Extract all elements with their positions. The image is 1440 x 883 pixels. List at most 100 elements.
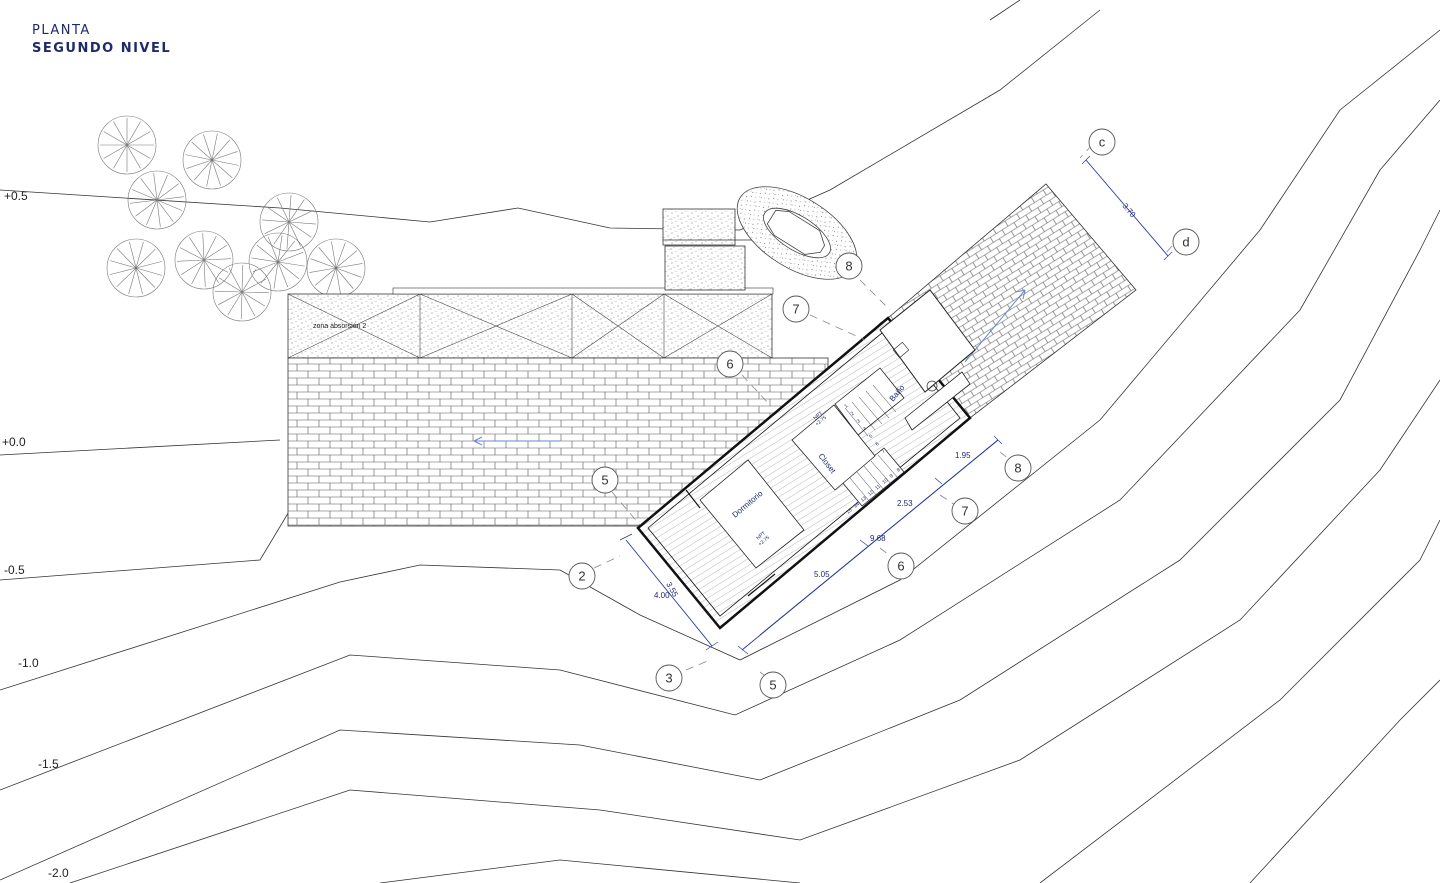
npt-label-2: NPT bbox=[812, 411, 824, 422]
tank-block bbox=[662, 208, 752, 291]
svg-text:8: 8 bbox=[845, 259, 852, 274]
svg-text:7: 7 bbox=[792, 302, 799, 317]
contour-line-4 bbox=[0, 29, 1440, 691]
svg-text:8: 8 bbox=[1014, 461, 1021, 476]
tree-6 bbox=[174, 230, 234, 290]
contour-label-4: -1.0 bbox=[18, 656, 39, 670]
stair-number: 5 bbox=[868, 433, 874, 440]
contour-line-2 bbox=[0, 439, 281, 456]
stair-number: 9 bbox=[889, 473, 895, 480]
grid-marker-6-top: 6 bbox=[716, 350, 744, 378]
stair-number: 6 bbox=[874, 441, 880, 448]
contour-label-1: +0.5 bbox=[4, 189, 28, 203]
title-line-1: PLANTA bbox=[32, 23, 91, 38]
grid-marker-2: 2 bbox=[568, 562, 596, 590]
dim-label-253: 2.53 bbox=[897, 499, 913, 508]
terrace-arrow-head bbox=[1015, 289, 1026, 300]
dim-label-195: 1.95 bbox=[955, 451, 971, 460]
tree-7 bbox=[248, 232, 308, 292]
grid-marker-7-top: 7 bbox=[782, 295, 810, 323]
svg-text:2: 2 bbox=[578, 569, 585, 584]
tree-9 bbox=[212, 262, 272, 322]
contour-line-7 bbox=[69, 379, 1440, 883]
svg-text:d: d bbox=[1182, 235, 1189, 250]
dim-line-370 bbox=[1085, 159, 1169, 257]
contour-label-2: +0.0 bbox=[2, 435, 26, 449]
stair-number: 2 bbox=[850, 411, 856, 418]
dim-line-400 bbox=[625, 539, 713, 647]
tree-3 bbox=[127, 170, 187, 230]
contour-label-3: -0.5 bbox=[4, 563, 25, 577]
contour-line-5 bbox=[0, 99, 1440, 791]
contour-label-6: -2.0 bbox=[48, 866, 69, 880]
contour-line-3 bbox=[0, 509, 291, 581]
svg-text:5: 5 bbox=[769, 678, 776, 693]
stair-number: 4 bbox=[862, 426, 868, 433]
dimension-lines bbox=[619, 155, 1173, 655]
grid-markers: c d 8 7 6 5 2 3 5 6 7 8 bbox=[568, 128, 1200, 699]
dim-label-968: 9.68 bbox=[870, 534, 886, 543]
stair-treads bbox=[844, 384, 899, 503]
gravel-cross-lines bbox=[287, 293, 773, 359]
tree-8 bbox=[306, 238, 366, 298]
gravel-strip bbox=[287, 293, 773, 359]
stair-number: 10 bbox=[881, 477, 889, 485]
grid-marker-7-bottom: 7 bbox=[951, 497, 979, 525]
contour-line-1 bbox=[0, 9, 1101, 231]
contour-line-10 bbox=[1249, 679, 1440, 883]
contour-label-5: -1.5 bbox=[38, 757, 59, 771]
svg-text:3: 3 bbox=[665, 671, 672, 686]
stair-number: 11 bbox=[874, 483, 882, 491]
stair-number: 8 bbox=[896, 467, 902, 474]
sink-icon bbox=[892, 341, 910, 359]
stair-upper bbox=[834, 367, 905, 436]
dim-label-505: 5.05 bbox=[814, 570, 830, 579]
svg-text:6: 6 bbox=[897, 559, 904, 574]
contour-line-6 bbox=[0, 209, 1440, 881]
contour-line-9 bbox=[1039, 519, 1440, 883]
stair-number: 1 bbox=[843, 403, 849, 410]
grid-marker-3: 3 bbox=[655, 664, 683, 692]
grid-marker-6-bottom: 6 bbox=[887, 552, 915, 580]
contour-labels: +0.5 +0.0 -0.5 -1.0 -1.5 -2.0 bbox=[2, 189, 69, 880]
svg-text:5: 5 bbox=[601, 473, 608, 488]
grid-marker-5-bottom: 5 bbox=[759, 671, 787, 699]
trees bbox=[97, 115, 366, 322]
drawing-title: PLANTA SEGUNDO NIVEL bbox=[32, 22, 171, 57]
absorption-zone: zona absorsión 2 bbox=[287, 287, 774, 359]
zona-absorcion-label: zona absorsión 2 bbox=[313, 323, 366, 330]
bathroom-counter bbox=[904, 371, 971, 431]
oval-pool bbox=[736, 186, 858, 280]
stair-number: 13 bbox=[860, 495, 868, 503]
stair-number: 15 bbox=[845, 507, 853, 515]
slope-arrow-head bbox=[473, 436, 483, 446]
svg-text:c: c bbox=[1099, 135, 1106, 150]
bathroom-block bbox=[879, 289, 976, 393]
closet-block bbox=[791, 404, 876, 491]
stair-number: 3 bbox=[856, 418, 862, 425]
tree-1 bbox=[97, 115, 157, 175]
grid-marker-d: d bbox=[1172, 228, 1200, 256]
title-line-2: SEGUNDO NIVEL bbox=[32, 40, 172, 56]
grid-marker-c: c bbox=[1088, 128, 1116, 156]
grid-marker-5-top: 5 bbox=[591, 466, 619, 494]
gravel-edge bbox=[392, 287, 774, 295]
stair-number: 7 bbox=[881, 449, 887, 456]
grid-marker-8-bottom: 8 bbox=[1004, 454, 1032, 482]
toilet-icon bbox=[926, 380, 938, 392]
grid-marker-8-top: 8 bbox=[835, 252, 863, 280]
window-ticks bbox=[685, 321, 883, 597]
contour-line-11 bbox=[989, 0, 1021, 21]
contour-line-8 bbox=[379, 859, 801, 883]
dim-label-400: 4.00 bbox=[654, 591, 670, 600]
stair-number: 14 bbox=[853, 501, 861, 509]
svg-text:6: 6 bbox=[726, 357, 733, 372]
building-outline bbox=[636, 289, 976, 630]
npt-label-1: NPT bbox=[755, 531, 767, 542]
svg-text:7: 7 bbox=[961, 504, 968, 519]
bed bbox=[699, 459, 805, 569]
tree-5 bbox=[106, 238, 166, 298]
